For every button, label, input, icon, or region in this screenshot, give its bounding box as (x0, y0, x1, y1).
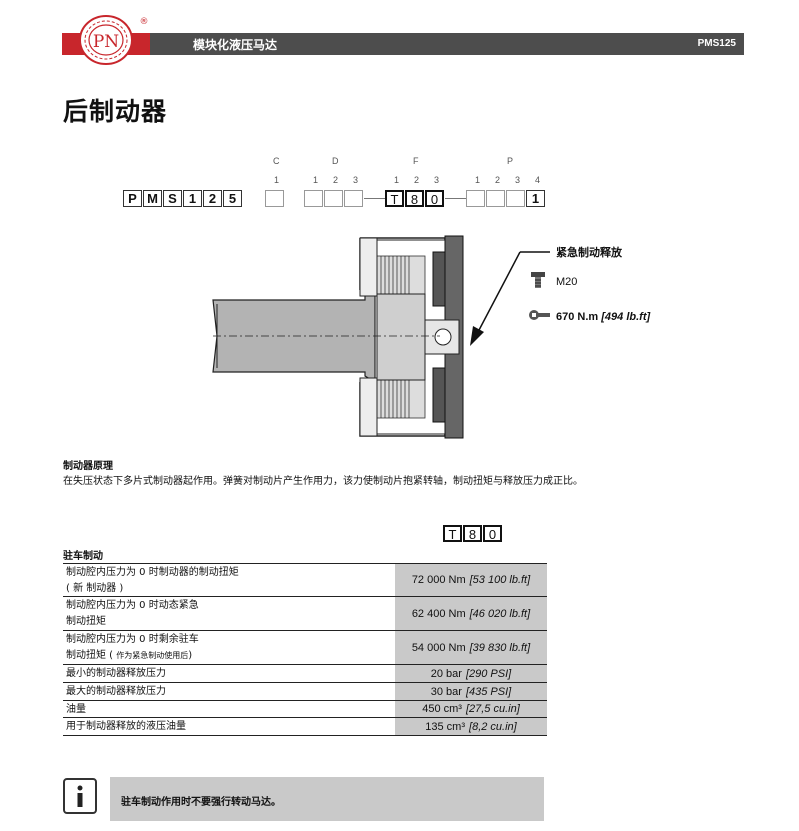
page-title: 后制动器 (63, 97, 168, 126)
code-base-box: M (143, 190, 162, 207)
principle-body: 在失压状态下多片式制动器起作用。弹簧对制动片产生作用力，该力使制动片抱紧转轴，制… (63, 476, 583, 487)
note-text: 驻车制动作用时不要强行转动马达。 (121, 797, 281, 808)
pos-d-1: 1 (313, 175, 319, 185)
header-model-code: PMS125 (697, 38, 736, 49)
code-p-box (486, 190, 505, 207)
pos-f-2: 2 (414, 175, 420, 185)
table-row: 制动腔内压力为 0 时制动器的制动扭矩( 新 制动器 ) 72 000 Nm[5… (63, 563, 547, 596)
pos-d-3: 3 (353, 175, 359, 185)
table-code-box: 8 (463, 525, 482, 542)
table-heading: 驻车制动 (63, 551, 103, 562)
table-row: 最小的制动器释放压力 20 bar[290 PSI] (63, 664, 547, 682)
group-label-c: C (273, 156, 280, 166)
table-row: 最大的制动器释放压力 30 bar[435 PSI] (63, 682, 547, 700)
pos-p-4: 4 (535, 175, 541, 185)
pos-p-2: 2 (495, 175, 501, 185)
table-code-box: T (443, 525, 462, 542)
legend-torque: 670 N.m [494 lb.ft] (556, 311, 651, 323)
table-code-box: 0 (483, 525, 502, 542)
group-label-f: F (413, 156, 419, 166)
table-row: 制动腔内压力为 0 时动态紧急制动扭矩 62 400 Nm[46 020 lb.… (63, 596, 547, 630)
wrench-icon (529, 310, 550, 320)
pos-c-1: 1 (274, 175, 280, 185)
code-base-box: 5 (223, 190, 242, 207)
code-d-box (304, 190, 323, 207)
table-row: 油量 450 cm³[27,5 cu.in] (63, 700, 547, 717)
code-d-box (344, 190, 363, 207)
code-base-box: P (123, 190, 142, 207)
logo-text: PN (93, 32, 119, 52)
legend-torque-imperial: [494 lb.ft] (601, 311, 651, 323)
code-f-box: 8 (405, 190, 424, 207)
code-p-box: 1 (526, 190, 545, 207)
brake-section-drawing (212, 235, 464, 439)
code-base-box: S (163, 190, 182, 207)
note-box (110, 777, 544, 821)
pointer-arrow (470, 251, 550, 346)
screw-icon (531, 272, 545, 288)
pos-f-3: 3 (434, 175, 440, 185)
code-connector (445, 198, 466, 199)
code-base-box: 1 (183, 190, 202, 207)
pos-d-2: 2 (333, 175, 339, 185)
legend-title: 紧急制动释放 (556, 246, 622, 259)
pos-f-1: 1 (394, 175, 400, 185)
group-label-p: P (507, 156, 514, 166)
header-title: 模块化液压马达 (193, 38, 278, 52)
info-icon (63, 778, 97, 814)
svg-text:®: ® (140, 17, 149, 27)
code-connector (364, 198, 385, 199)
pos-p-3: 3 (515, 175, 521, 185)
pos-p-1: 1 (475, 175, 481, 185)
code-c-box (265, 190, 284, 207)
code-p-box (506, 190, 525, 207)
code-base-box: 2 (203, 190, 222, 207)
code-f-box: T (385, 190, 404, 207)
group-label-d: D (332, 156, 339, 166)
code-d-box (324, 190, 343, 207)
table-row: 制动腔内压力为 0 时剩余驻车制动扭矩 ( 作为紧急制动使用后) 54 000 … (63, 630, 547, 664)
code-p-box (466, 190, 485, 207)
table-row: 用于制动器释放的液压油量 135 cm³[8,2 cu.in] (63, 717, 547, 736)
principle-title: 制动器原理 (63, 461, 113, 472)
brand-logo: PN ® (79, 15, 149, 65)
code-f-box: 0 (425, 190, 444, 207)
header-bar (150, 33, 744, 55)
legend-thread-size: M20 (556, 276, 578, 288)
spec-table: 制动腔内压力为 0 时制动器的制动扭矩( 新 制动器 ) 72 000 Nm[5… (63, 563, 547, 736)
